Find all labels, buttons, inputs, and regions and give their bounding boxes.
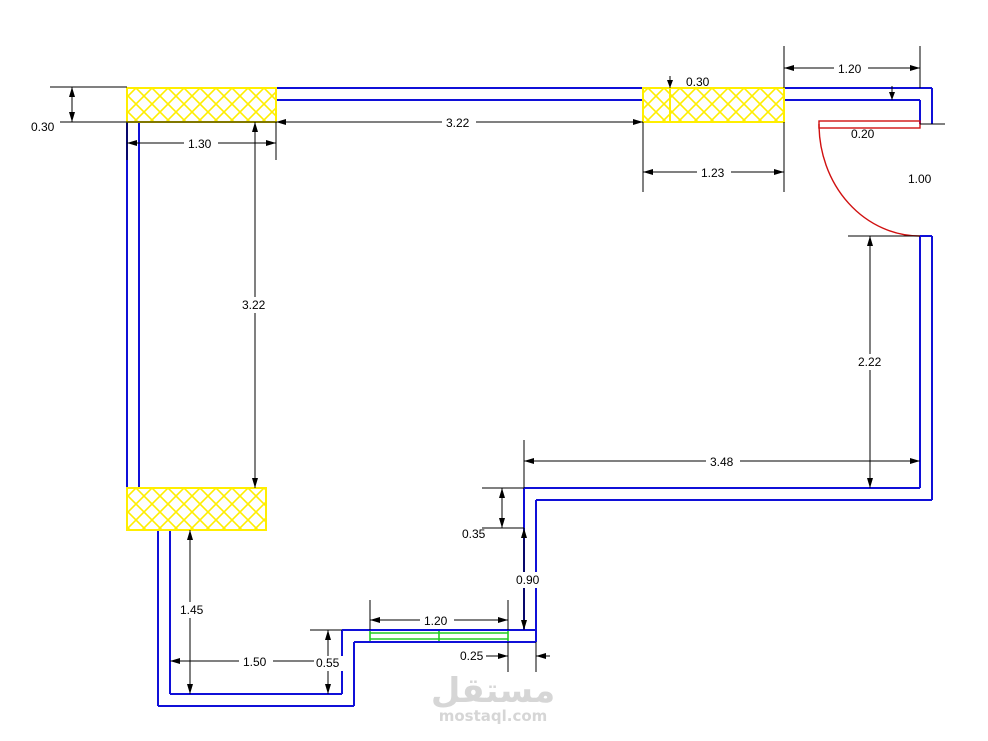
dim-top-right-window: 1.23 [701,166,725,180]
dim-left-wall-span: 3.22 [242,298,266,312]
hatch-top-left [126,87,277,123]
dim-step-horizontal: 3.48 [710,455,734,469]
watermark: مستقل mostaql.com [431,671,555,725]
dim-step-vertical: 0.35 [462,527,486,541]
dim-step-lower-vertical: 0.90 [516,573,540,587]
hatch-bottom-left [126,487,267,531]
dim-bottom-left-horizontal: 1.50 [243,655,267,669]
watermark-arabic: مستقل [431,671,555,711]
dim-door-side-offset: 0.20 [851,127,875,141]
door-swing-arc [818,123,921,237]
hatched-blocks [126,87,785,531]
dim-door-side-top: 1.20 [838,62,862,76]
hatch-top-right [642,87,785,123]
walls [126,87,933,707]
dim-top-left-wall-thickness: 0.30 [31,120,55,134]
watermark-latin: mostaql.com [439,707,548,725]
dim-right-wall-lower: 2.22 [858,355,882,369]
dim-bottom-offset: 0.25 [460,649,484,663]
glass-window [369,631,509,641]
dim-door-opening: 1.00 [908,172,932,186]
dim-top-left-window: 1.30 [188,137,212,151]
dim-bottom-step: 0.55 [316,656,340,670]
dim-bottom-left-vertical: 1.45 [180,603,204,617]
dimension-labels: 0.30 1.30 3.22 0.30 1.23 1.20 0.20 1.00 … [28,61,938,671]
dim-top-right-window-thickness: 0.30 [686,75,710,89]
dim-bottom-window: 1.20 [424,614,448,628]
dim-top-wall-span: 3.22 [446,116,470,130]
